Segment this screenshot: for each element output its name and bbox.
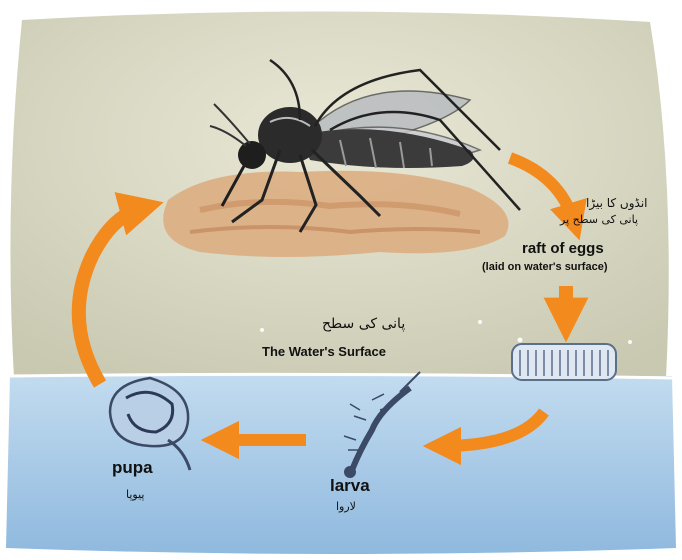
larva-label: larva xyxy=(330,476,370,496)
pupa-label: pupa xyxy=(112,458,153,478)
raft-location-note: (laid on water's surface) xyxy=(482,261,608,273)
water-background xyxy=(6,376,676,554)
raft-note-urdu-label: پانی کی سطح پر xyxy=(560,213,638,226)
larva-urdu-label: لاروا xyxy=(336,500,356,513)
raft-of-eggs-label: raft of eggs xyxy=(522,240,604,257)
egg-raft-illustration xyxy=(512,344,616,380)
water-surface-urdu-label: پانی کی سطح xyxy=(322,316,405,332)
water-surface-label: The Water's Surface xyxy=(262,344,386,359)
raft-of-eggs-urdu-label: انڈوں کا بیڑا xyxy=(586,196,648,210)
pupa-urdu-label: پیوپا xyxy=(126,488,144,501)
